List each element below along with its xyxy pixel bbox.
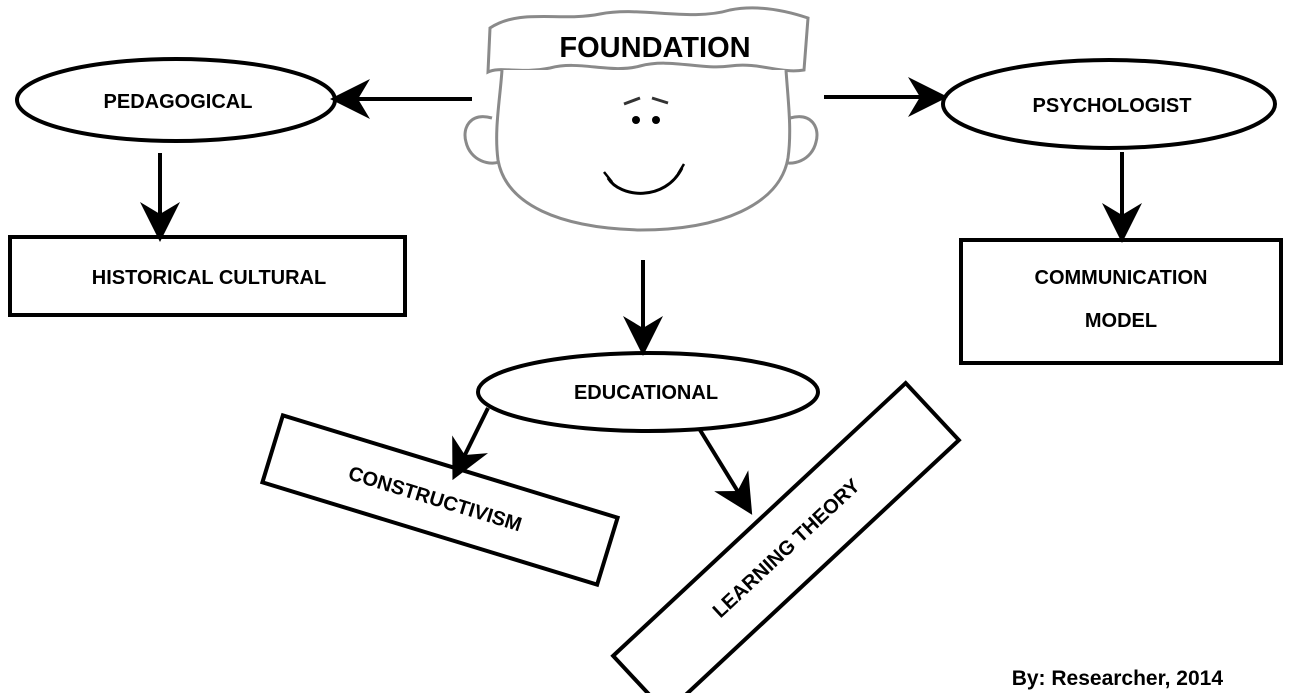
right-eyebrow	[651, 96, 669, 105]
constructivism-node	[259, 412, 621, 588]
arrow-to-constructivism	[452, 407, 490, 481]
smile	[606, 167, 684, 195]
educational-label: EDUCATIONAL	[574, 382, 718, 404]
learning-theory-node	[610, 380, 962, 693]
communication-model-label-line2: MODEL	[1085, 310, 1157, 332]
arrow-to-learning-theory	[698, 428, 753, 515]
left-ear	[463, 115, 505, 165]
constructivism-group: CONSTRUCTIVISM	[259, 412, 621, 588]
communication-model-node	[959, 238, 1283, 365]
smiley-face-icon	[463, 6, 819, 232]
smile-end-right	[676, 163, 686, 175]
historical-cultural-node	[8, 235, 407, 317]
left-eyebrow	[623, 96, 641, 106]
face-headband	[486, 6, 810, 75]
right-eye	[652, 116, 660, 124]
psychologist-label: PSYCHOLOGIST	[1033, 95, 1192, 117]
face-head	[495, 69, 792, 232]
communication-model-label-line1: COMMUNICATION	[1035, 267, 1208, 289]
center-label: FOUNDATION	[559, 32, 750, 64]
left-eye	[632, 116, 640, 124]
smile-end-left	[603, 171, 613, 183]
pedagogical-label: PEDAGOGICAL	[104, 91, 253, 113]
credit-text: By: Researcher, 2014	[1011, 667, 1223, 690]
historical-cultural-label: HISTORICAL CULTURAL	[92, 267, 326, 289]
